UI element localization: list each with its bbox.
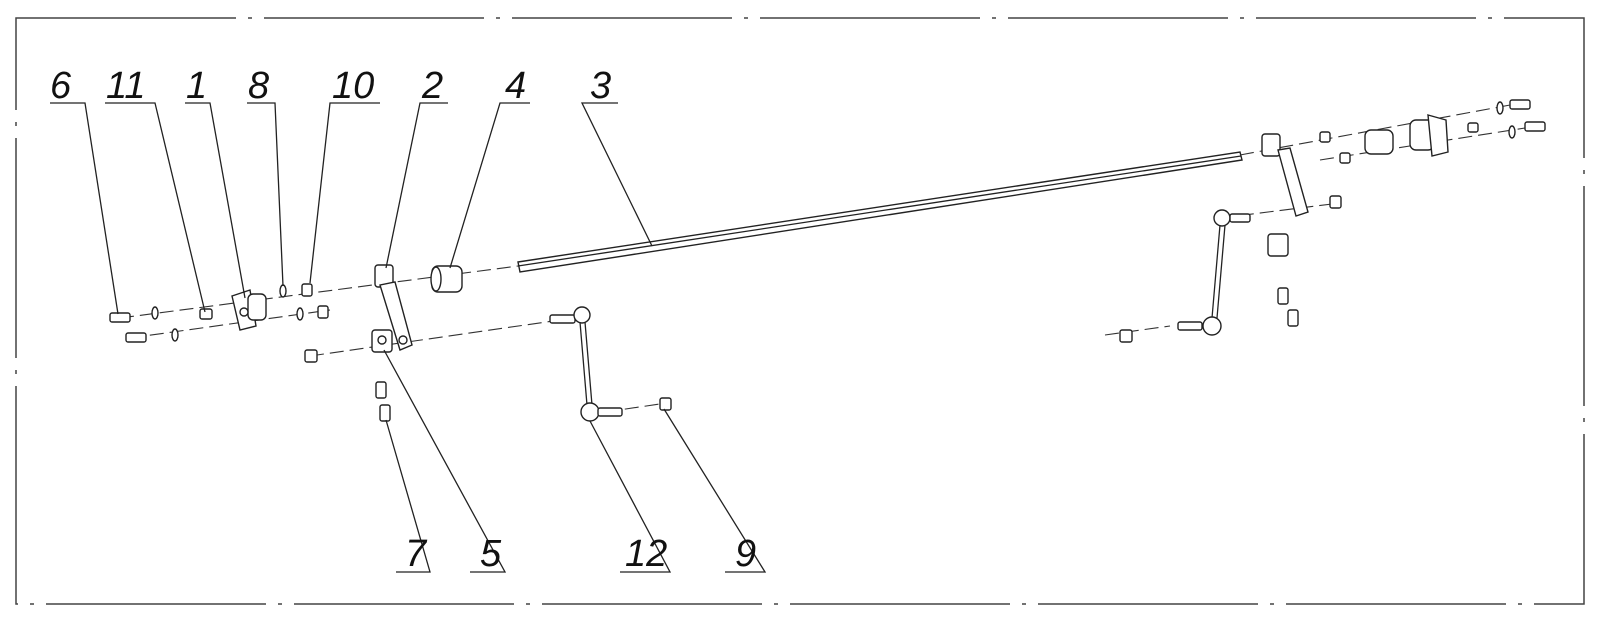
axis-line (1239, 104, 1511, 156)
right-bushing-bracket (1319, 99, 1546, 164)
callout-8: 8 (248, 65, 269, 107)
callout-leaders (50, 102, 767, 573)
callout-1: 1 (186, 65, 207, 107)
left-nut (304, 349, 318, 363)
left-bushing (430, 265, 463, 293)
left-studs (375, 381, 391, 422)
callout-11: 11 (106, 65, 145, 107)
right-link-rod (1119, 209, 1299, 343)
left-bracket (231, 289, 267, 331)
callout-6: 6 (50, 65, 72, 107)
axis-line (119, 265, 519, 319)
stabilizer-bar (517, 151, 1243, 273)
callout-5: 5 (480, 533, 502, 575)
callout-4: 4 (505, 65, 526, 107)
callout-12: 12 (625, 533, 667, 575)
right-clamp-lever (1261, 133, 1342, 257)
axis-line (1104, 325, 1171, 336)
callout-10: 10 (332, 65, 374, 107)
callout-2: 2 (421, 65, 443, 107)
drawing-frame (15, 17, 1585, 605)
callout-9: 9 (735, 533, 756, 575)
left-washers-nuts (279, 283, 329, 321)
left-clamp-lever (371, 264, 413, 353)
left-link-rod (549, 306, 672, 422)
callout-7: 7 (405, 533, 428, 575)
left-bolts (109, 306, 213, 343)
callout-3: 3 (590, 65, 611, 107)
axis-line (309, 319, 561, 357)
